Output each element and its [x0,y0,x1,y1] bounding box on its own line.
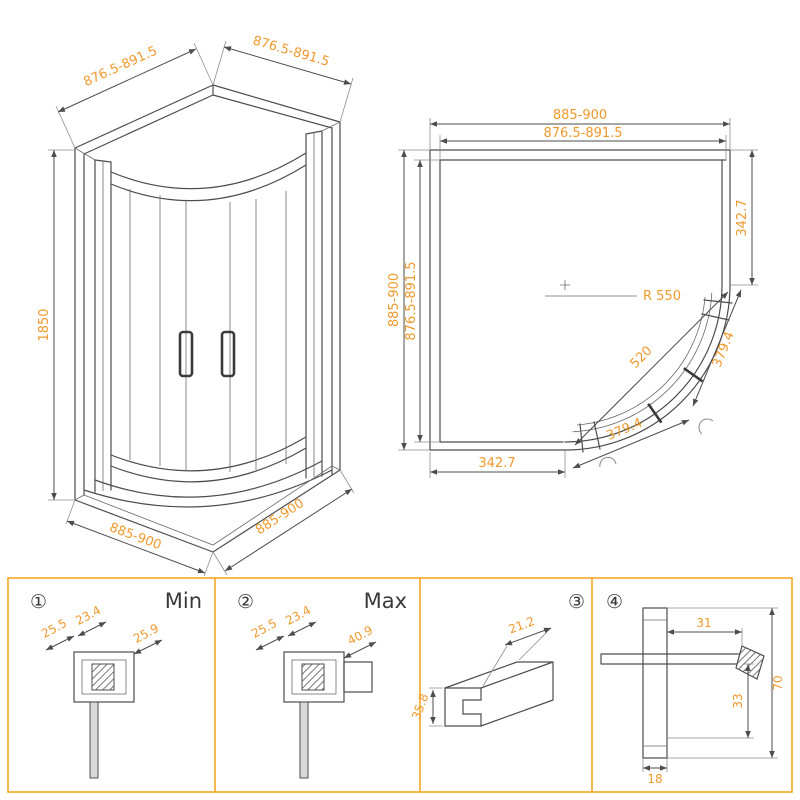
detail-panel-4: ④ 31 70 33 18 [600,591,785,786]
dim-plan-top-inner: 876.5-891.5 [543,126,622,141]
wall-profile-section-min [73,651,135,779]
dim-radius: R 550 [643,289,681,304]
dim-plan-left-inner: 876.5-891.5 [404,261,419,340]
panel-4-number: ④ [606,591,623,613]
panel-3-number: ③ [568,591,585,613]
knob-end-cap [735,645,765,680]
door-handle-right [220,330,236,378]
panel-2-number: ② [237,591,254,613]
detail-panel-2: ② Max 25.5 23.4 40.9 [237,589,407,779]
panel-4-dim-top: 31 [696,616,711,630]
detail-panels: ① Min 25.5 23.4 25.9 ② Max [7,577,793,793]
handle-profile-section [600,607,765,759]
panel-4-dim-inner: 33 [731,693,745,708]
enclosure-frame-outline [74,84,341,501]
plan-walls [429,149,731,451]
plan-view-dimensions: 885-900 876.5-891.5 885-900 876.5-891.5 … [387,108,758,478]
dim-plan-bottom-side: 342.7 [478,456,515,471]
detail-strip-dividers [214,578,593,792]
detail-panel-3: ③ 21.2 35.8 [409,591,585,727]
top-rail-curve [110,152,307,202]
door-handle-left [178,330,194,378]
rail-profile-section [444,661,554,727]
dim-bottom-right: 885-900 [253,496,307,538]
sliding-door-panels [129,189,287,472]
front-elevation-view: 876.5-891.5 876.5-891.5 1850 885-900 885… [37,33,355,577]
dim-door-bottom: 379.4 [605,416,645,444]
wall-profile-section-max [283,651,373,779]
panel-1-label: Min [165,589,202,613]
door-frame-end-marks [579,299,733,453]
panel-2-dim-b: 23.4 [283,603,313,628]
panel-1-dim-a: 25.5 [39,616,69,641]
dim-plan-left-outer: 885-900 [387,273,402,327]
dim-bottom-left: 885-900 [107,520,163,553]
panel-2-label: Max [364,589,407,613]
radius-center-mark [560,280,570,290]
dim-top-right-wall: 876.5-891.5 [251,33,331,69]
plan-view: 885-900 876.5-891.5 885-900 876.5-891.5 … [387,108,758,478]
panel-1-number: ① [30,591,47,613]
detail-strip-border [7,577,793,793]
panel-4-dim-bottom: 18 [647,772,662,786]
dim-plan-right-side: 342.7 [735,199,750,236]
panel-3-dim-width: 21.2 [507,614,537,636]
panel-2-dim-a: 25.5 [249,616,279,641]
panel-3-dim-height: 35.8 [409,692,431,722]
dim-height: 1850 [37,308,52,341]
dim-chord: 520 [627,343,655,371]
panel-4-dim-right: 70 [771,675,785,690]
dim-plan-top-outer: 885-900 [553,108,607,123]
door-handle-marks [647,367,704,424]
detail-panel-1: ① Min 25.5 23.4 25.9 [30,589,202,779]
panel-1-dim-b: 23.4 [73,603,103,628]
